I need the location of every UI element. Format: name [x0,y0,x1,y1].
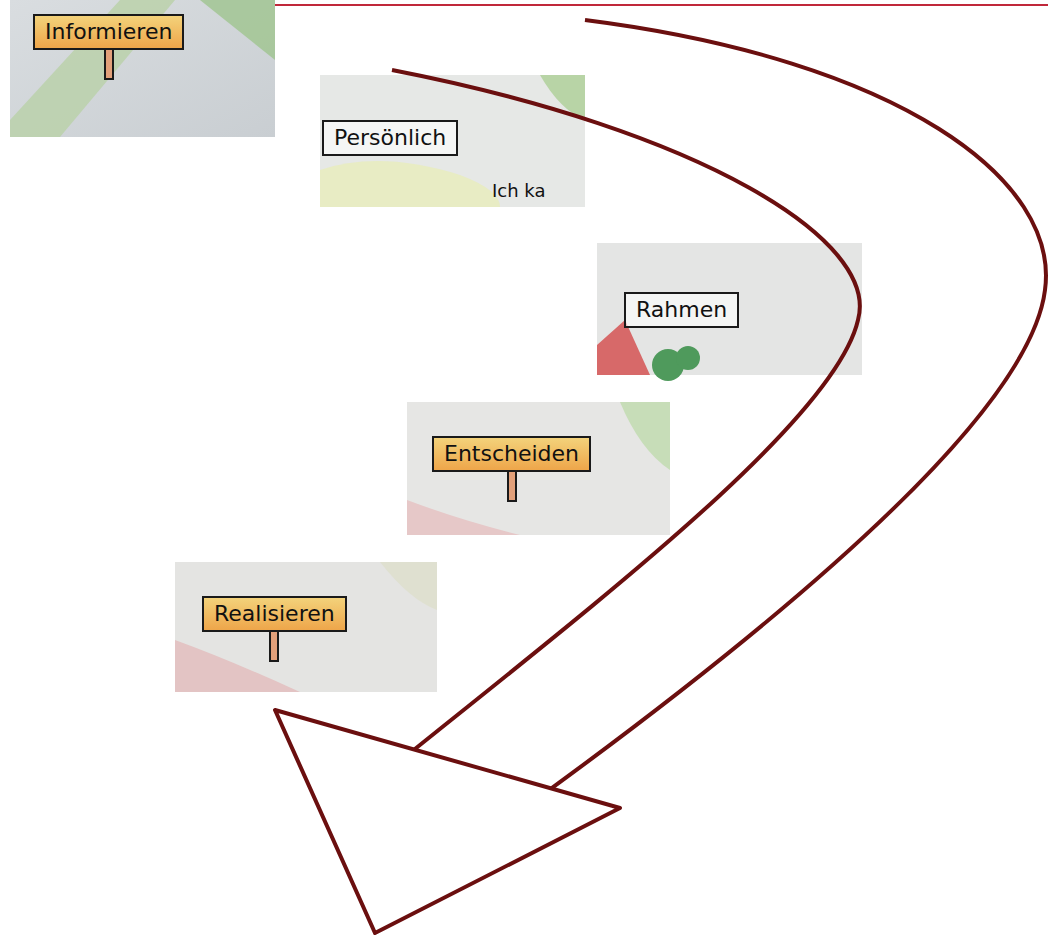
signpost: Entscheiden [432,436,591,472]
sign-text: Entscheiden [444,441,579,467]
photo-informieren [10,0,275,137]
sign-text: Rahmen [636,297,727,323]
header-rule [275,4,1048,6]
sign-box: Rahmen [624,292,739,328]
sign-box: Persönlich [322,120,458,156]
signpost: Realisieren [202,596,347,632]
curved-arrow [275,20,1046,933]
handwritten-note: Ich ka [492,180,545,201]
photo-realisieren [175,562,437,692]
sign-text: Informieren [45,19,172,45]
photo-rahmen [597,243,862,381]
sign-text: Realisieren [214,601,335,627]
photo-entscheiden [407,402,670,535]
sign-text: Persönlich [334,125,446,151]
photo-persoenlich [320,75,585,207]
signpost: Informieren [33,14,184,50]
